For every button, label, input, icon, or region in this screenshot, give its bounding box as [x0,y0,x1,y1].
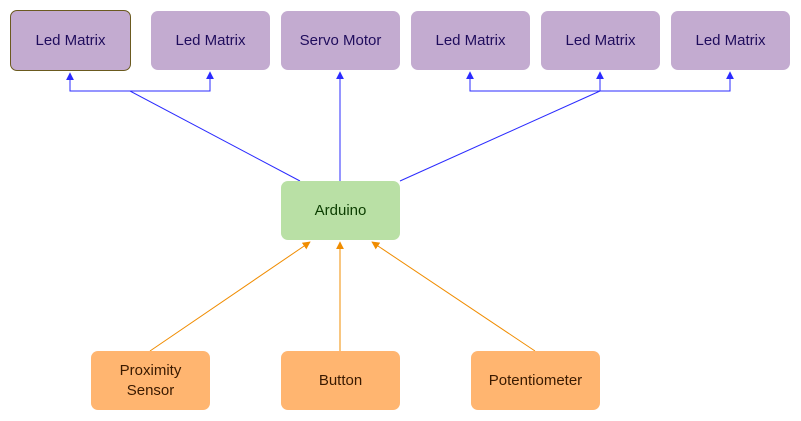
node-label: Arduino [314,201,367,219]
node-label: Led Matrix [35,31,106,49]
led-matrix-node-5[interactable]: Led Matrix [671,11,790,70]
edge-arduino-to-led-group-left [66,72,301,182]
node-label: Led Matrix [435,31,506,49]
servo-motor-node[interactable]: Servo Motor [281,11,400,70]
node-label: Led Matrix [695,31,766,49]
edge-potentiometer-to-arduino [371,241,536,352]
node-label: Potentiometer [488,371,583,389]
arduino-node[interactable]: Arduino [281,181,400,240]
proximity-sensor-node[interactable]: Proximity Sensor [91,351,210,410]
edge-branch-to-led-2 [130,71,214,92]
button-node[interactable]: Button [281,351,400,410]
edge-branch-to-led-5 [600,71,734,92]
node-label: Servo Motor [299,31,382,49]
node-label: Button [318,371,363,389]
led-matrix-node-1[interactable]: Led Matrix [10,10,131,71]
node-label: Led Matrix [175,31,246,49]
edge-proximity-to-arduino [149,241,311,352]
led-matrix-node-3[interactable]: Led Matrix [411,11,530,70]
edge-arduino-to-led-group-right [399,71,604,182]
edge-branch-to-led-3 [466,71,600,92]
node-label: Proximity Sensor [119,361,182,399]
led-matrix-node-4[interactable]: Led Matrix [541,11,660,70]
led-matrix-node-2[interactable]: Led Matrix [151,11,270,70]
potentiometer-node[interactable]: Potentiometer [471,351,600,410]
node-label: Led Matrix [565,31,636,49]
